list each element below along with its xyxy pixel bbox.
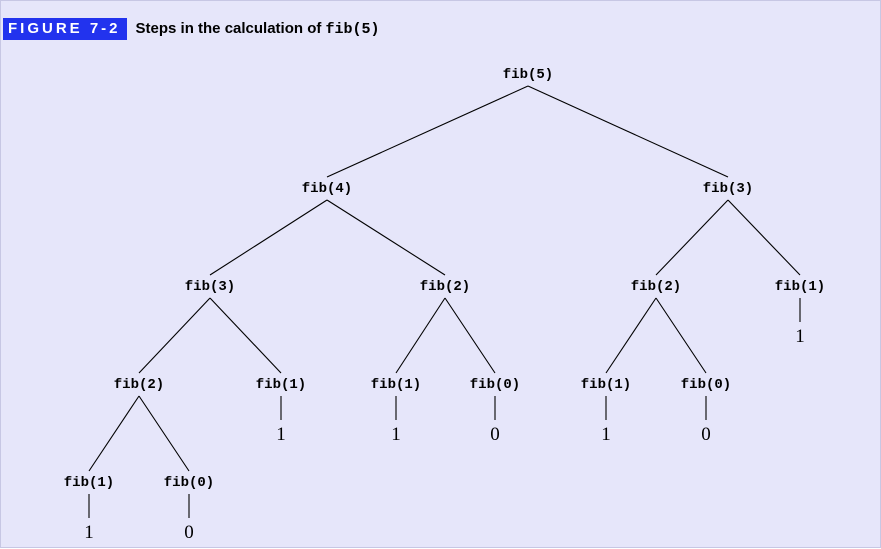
call-node-label: fib(0) [470, 377, 520, 393]
call-node-label: fib(1) [581, 377, 631, 393]
call-node-label: fib(1) [64, 475, 114, 491]
call-node-label: fib(4) [302, 181, 352, 197]
tree-edge [138, 297, 211, 374]
result-value: 0 [701, 424, 711, 445]
figure-title-code: fib(5) [325, 21, 380, 38]
result-value: 1 [276, 424, 286, 445]
tree-edge [655, 297, 707, 374]
figure-caption: FIGURE 7-2 Steps in the calculation of f… [3, 18, 380, 40]
call-node-label: fib(1) [256, 377, 306, 393]
call-node-label: fib(0) [164, 475, 214, 491]
result-value: 1 [601, 424, 611, 445]
result-value: 0 [184, 522, 194, 543]
tree-edge [395, 297, 446, 374]
figure-title: Steps in the calculation of fib(5) [136, 20, 380, 38]
tree-edge [655, 199, 729, 276]
result-value: 1 [391, 424, 401, 445]
result-value: 1 [795, 326, 805, 347]
tree-edge [605, 297, 657, 374]
call-node-label: fib(2) [420, 279, 470, 295]
tree-edge [88, 395, 140, 472]
call-node-label: fib(0) [681, 377, 731, 393]
call-node-label: fib(2) [631, 279, 681, 295]
tree-edge [138, 395, 190, 472]
call-node-label: fib(1) [371, 377, 421, 393]
tree-edge [209, 297, 282, 374]
tree-edge [326, 199, 446, 276]
figure-number-badge: FIGURE 7-2 [3, 18, 127, 40]
call-node-label: fib(1) [775, 279, 825, 295]
tree-edge [326, 85, 529, 178]
tree-edge [209, 199, 328, 276]
figure-title-text: Steps in the calculation of [135, 20, 326, 37]
result-value: 1 [84, 522, 94, 543]
call-node-label: fib(3) [703, 181, 753, 197]
result-value: 0 [490, 424, 500, 445]
call-node-label: fib(5) [503, 67, 553, 83]
call-node-label: fib(2) [114, 377, 164, 393]
call-node-label: fib(3) [185, 279, 235, 295]
tree-edge [727, 199, 801, 276]
tree-edge [527, 85, 729, 178]
tree-edge [444, 297, 496, 374]
